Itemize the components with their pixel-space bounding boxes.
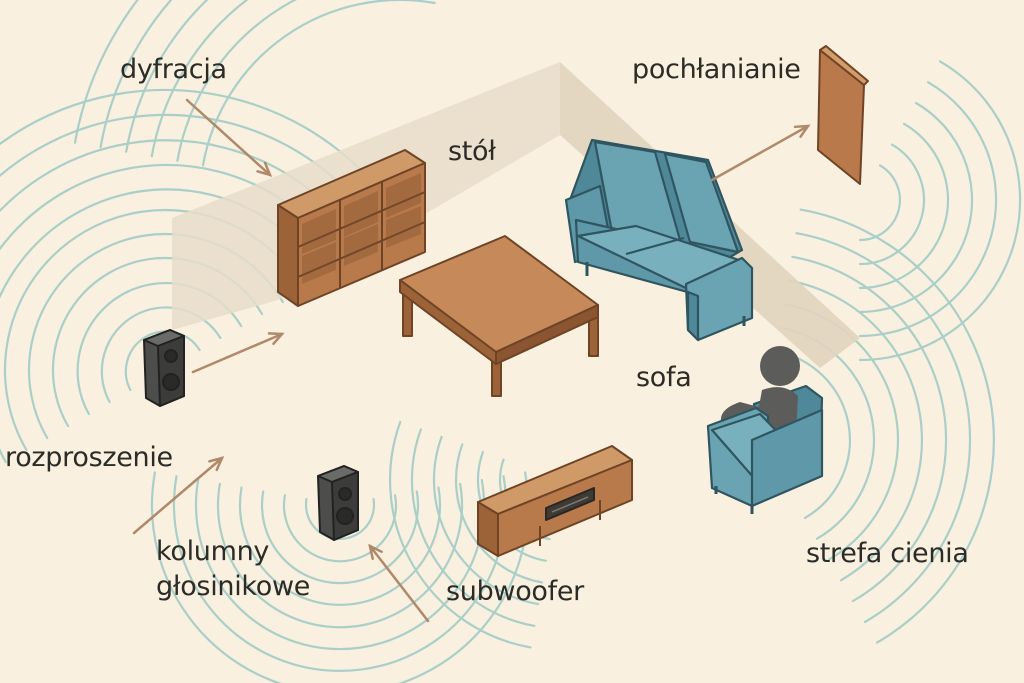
wave-arc [125,0,209,153]
wave-arc [260,490,420,585]
absorption-panel [817,45,869,185]
coffee-table [399,235,599,397]
wave-arc [124,330,201,392]
label-speakers-line2: głosinikowe [156,571,311,602]
label-diffraction: dyfracja [120,54,227,85]
wave-arc [858,60,1022,362]
wave-arc [799,208,995,644]
wave-arc [389,420,532,649]
label-speakers-line1: kolumny [156,536,270,567]
arrow [710,124,811,182]
wave-arc [858,164,902,242]
bookshelf [277,149,426,307]
wave-arc [432,435,540,606]
wave-arc [858,81,998,338]
label-shadow-zone: strefa cienia [806,538,969,569]
wave-arc [795,232,972,623]
wave-arc [454,443,543,584]
wave-arc [0,88,409,232]
wave-arc [858,143,926,266]
wave-arc [787,279,924,582]
wave-arc [858,101,974,314]
label-table: stół [448,136,496,167]
wave-arc [99,0,173,149]
armchair-with-person [706,346,824,514]
wave-arc [858,122,950,290]
arrow [191,332,285,374]
speaker-right [317,465,359,541]
label-scattering: rozproszenie [5,442,173,473]
wave-arc [150,0,249,158]
wave-arc [774,350,851,519]
wave-arc [172,475,508,673]
wave-arc [282,494,398,563]
label-subwoofer: subwoofer [446,576,584,607]
label-sofa: sofa [636,362,692,393]
wave-arc [150,471,530,683]
label-absorption: pochłanianie [632,54,801,85]
subwoofer-cabinet [477,445,633,557]
speaker-left [143,329,185,407]
wave-arc [73,0,139,144]
arrows [132,98,811,623]
arrow [185,98,273,177]
wave-arc [410,428,536,627]
arrow [368,543,430,623]
wave-arc [0,113,388,244]
wave-arc [194,478,486,651]
wave-arc [304,498,376,540]
wave-arc [176,0,298,162]
arrow [132,456,225,535]
wave-arc [791,255,948,603]
sofa-shape [564,138,754,342]
wave-arc [238,486,442,606]
wave-arc [201,0,436,167]
